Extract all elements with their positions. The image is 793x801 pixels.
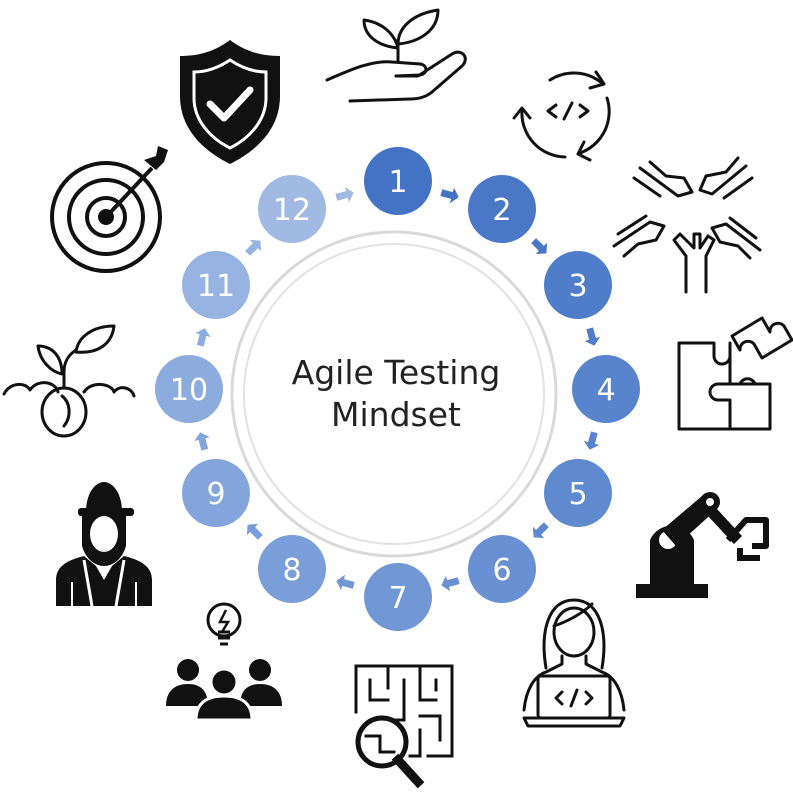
step-1[interactable]: 1 (364, 147, 432, 215)
step-2[interactable]: 2 (468, 175, 536, 243)
step-7-label: 7 (388, 581, 407, 616)
robot-arm-icon (636, 492, 769, 598)
maze-magnifier-icon (354, 664, 454, 789)
connector-arrow (441, 575, 460, 592)
target-arrow-icon (50, 146, 168, 273)
connector-arrow (194, 432, 210, 451)
sprouting-seed-icon (2, 324, 136, 438)
center-outer-ring (230, 230, 558, 558)
step-5-circle (544, 459, 612, 527)
step-5-label: 5 (568, 477, 587, 512)
step-1-label: 1 (388, 165, 407, 200)
step-circles: 1 2 3 4 5 6 7 8 9 10 11 12 (155, 147, 640, 631)
step-9-circle (182, 459, 250, 527)
connector-arrow (245, 239, 262, 256)
team-idea-icon (166, 602, 282, 722)
developer-laptop-icon (522, 598, 626, 728)
step-11[interactable]: 11 (182, 251, 250, 319)
step-9-label: 9 (206, 477, 225, 512)
step-12-circle (258, 175, 326, 243)
step-6[interactable]: 6 (468, 535, 536, 603)
center-title-line2: Mindset (331, 395, 461, 434)
connector-arrow (532, 522, 549, 539)
step-8[interactable]: 8 (258, 535, 326, 603)
center-inner-ring (243, 243, 545, 545)
step-1-circle (364, 147, 432, 215)
step-8-circle (258, 535, 326, 603)
step-6-label: 6 (492, 553, 511, 588)
connector-arrow (531, 238, 548, 255)
step-7[interactable]: 7 (364, 563, 432, 631)
teamwork-hands-icon (612, 156, 762, 294)
puzzle-icon (677, 316, 793, 431)
center-title-line1: Agile Testing (292, 353, 501, 392)
connector-arrow (440, 187, 459, 204)
step-10-circle (155, 355, 223, 423)
connector-arrow (336, 574, 355, 591)
step-11-circle (182, 251, 250, 319)
code-cycle-icon (512, 70, 611, 162)
step-2-circle (468, 175, 536, 243)
step-2-label: 2 (492, 193, 511, 228)
step-9[interactable]: 9 (182, 459, 250, 527)
step-12[interactable]: 12 (258, 175, 326, 243)
connector-arrows (194, 186, 601, 592)
step-8-label: 8 (282, 553, 301, 588)
plant-in-hand-icon (325, 8, 467, 103)
step-5[interactable]: 5 (544, 459, 612, 527)
step-11-label: 11 (197, 269, 235, 304)
step-3[interactable]: 3 (544, 251, 612, 319)
step-10-label: 10 (170, 373, 208, 408)
worker-helmet-icon (56, 482, 152, 607)
step-7-circle (364, 563, 432, 631)
step-6-circle (468, 535, 536, 603)
connector-arrow (335, 186, 354, 203)
connector-arrow (584, 327, 601, 346)
step-10[interactable]: 10 (155, 355, 223, 423)
shield-check-icon (180, 40, 280, 164)
step-3-label: 3 (568, 269, 587, 304)
step-12-label: 12 (273, 193, 311, 228)
connector-arrow (583, 431, 600, 450)
step-3-circle (544, 251, 612, 319)
step-4[interactable]: 4 (572, 355, 640, 423)
step-4-label: 4 (596, 373, 615, 408)
connector-arrow (246, 523, 263, 540)
step-4-circle (572, 355, 640, 423)
connector-arrow (195, 328, 211, 347)
